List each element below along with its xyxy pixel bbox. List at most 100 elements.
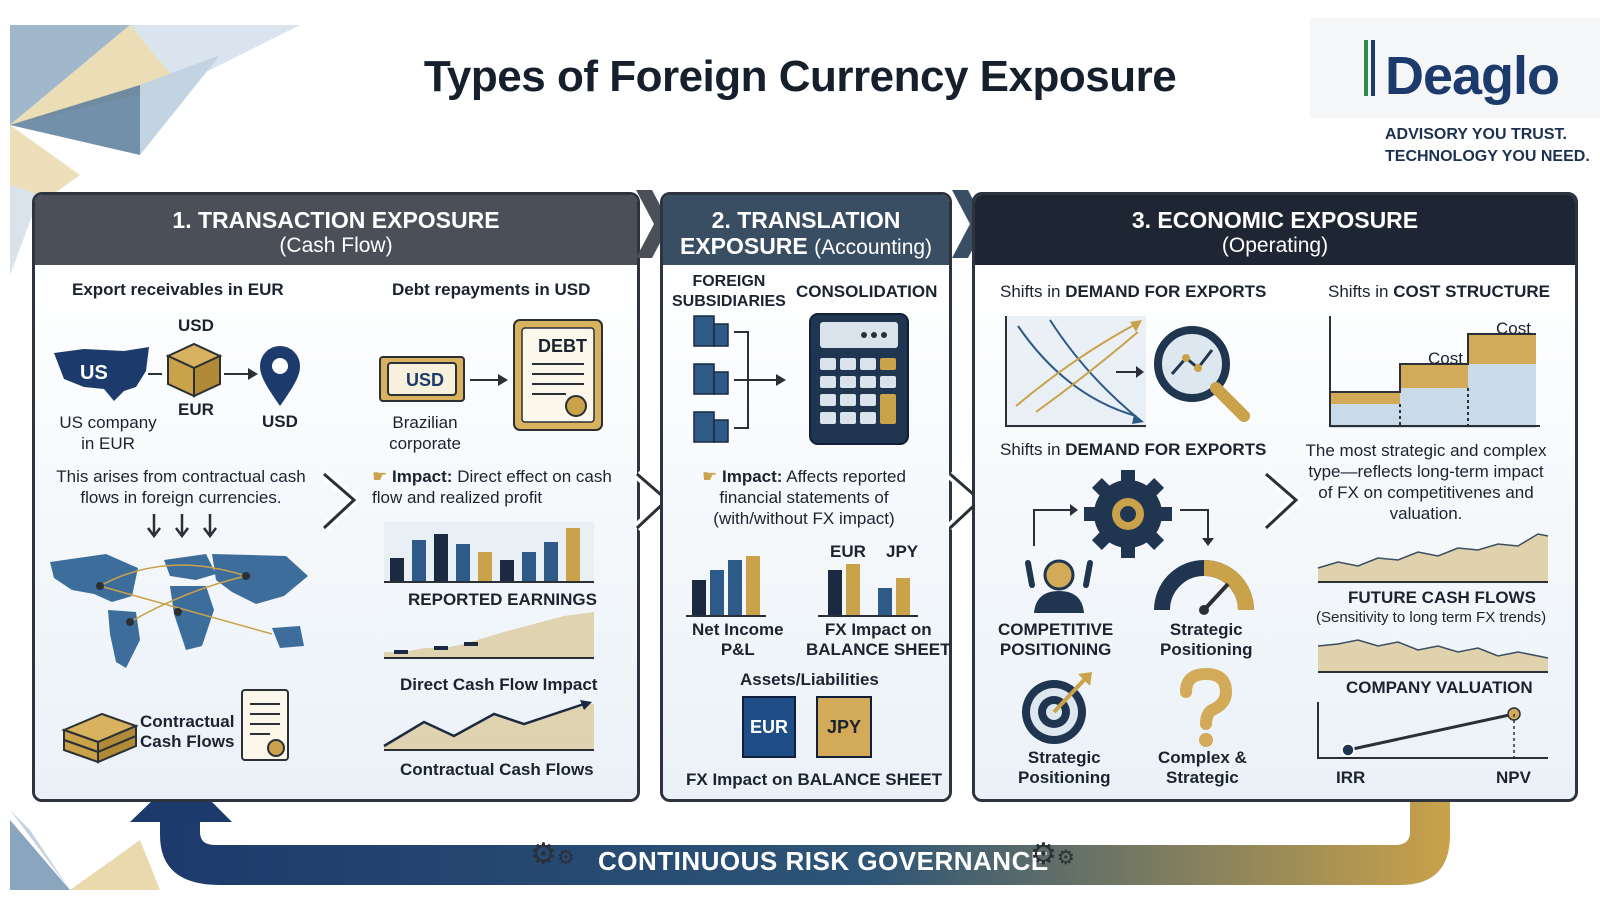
panel3-title: 3. ECONOMIC EXPOSURE — [1131, 207, 1419, 233]
competitive-line-2: POSITIONING — [999, 640, 1112, 659]
foreign-subsidiaries-label: FOREIGN SUBSIDIARIES — [672, 272, 786, 312]
usd-top-label: USD — [178, 316, 214, 335]
demand-arrow-icon — [1116, 366, 1144, 378]
map-us-label: US — [80, 362, 108, 384]
panel2-subtitle: (Accounting) — [814, 236, 933, 259]
subsidiaries-line: SUBSIDIARIES — [672, 293, 786, 310]
governance-label: CONTINUOUS RISK GOVERNANCE — [598, 846, 1049, 876]
corporate-line: corporate — [389, 434, 461, 453]
net-income-line-1: Net Income — [692, 620, 784, 639]
competitive-line-1: COMPETITIVE — [998, 620, 1114, 639]
consolidation-label: CONSOLIDATION — [796, 282, 938, 301]
eur-label: EUR — [830, 542, 866, 561]
brazilian-line: Brazilian — [392, 413, 458, 432]
fx-impact-line-2: BALANCE SHEET — [806, 640, 951, 659]
buildings-icon — [693, 315, 786, 443]
logo-background — [1310, 18, 1600, 118]
impact-text: Direct effect on cash flow and realized … — [372, 467, 612, 507]
contractual-line-2: Cash Flows — [140, 732, 235, 751]
gear-icon-left: ⚙⚙ — [530, 838, 575, 871]
impact-label-2: Impact: — [722, 467, 783, 486]
export-receivables-heading: Export receivables in EUR — [72, 280, 284, 299]
fx-balance-sheet-caption: FX Impact on BALANCE SHEET — [686, 770, 942, 789]
eur-box-label: EUR — [178, 400, 214, 419]
earnings-bars — [390, 528, 580, 582]
brazilian-corporate-label: Brazilian corporate — [370, 412, 480, 454]
fx-impact-label: FX Impact on BALANCE SHEET — [806, 620, 951, 660]
strategic-line-2: Positioning — [1160, 640, 1253, 659]
panel1-subtitle: (Cash Flow) — [279, 234, 393, 257]
tagline-line-1: ADVISORY YOU TRUST. — [1385, 126, 1567, 143]
demand-prefix: Shifts in — [1000, 282, 1061, 301]
page-title: Types of Foreign Currency Exposure — [423, 52, 1177, 101]
chevron-right-econ-icon — [1262, 470, 1304, 532]
cash-stack-icon — [61, 712, 139, 764]
competitive-positioning-label: COMPETITIVE POSITIONING — [998, 620, 1113, 660]
question-mark-icon — [1180, 667, 1233, 747]
translation-impact: ☛ Impact: Affects reported financial sta… — [684, 466, 924, 529]
contractual-cash-flows-caption: Contractual Cash Flows — [400, 760, 594, 779]
cost-strong: COST STRUCTURE — [1393, 282, 1550, 301]
hand-pointer-icon-2: ☛ — [702, 467, 718, 486]
irr-npv-chart — [1317, 702, 1548, 759]
demand-heading-2: Shifts in DEMAND FOR EXPORTS — [1000, 440, 1266, 460]
fx-impact-line-1: FX Impact on — [824, 620, 932, 639]
panel2-header: 2. TRANSLATION EXPOSURE (Accounting) — [663, 195, 949, 265]
box-icon — [165, 342, 223, 398]
direct-cash-flow-caption: Direct Cash Flow Impact — [400, 675, 598, 694]
calculator-icon — [809, 313, 909, 445]
demand2-strong: DEMAND FOR EXPORTS — [1065, 440, 1267, 459]
strategic-line-1: Strategic — [1169, 620, 1243, 639]
future-cash-flows-caption: FUTURE CASH FLOWS — [1348, 588, 1536, 607]
net-income-label: Net Income P&L — [692, 620, 784, 660]
foreign-line: FOREIGN — [692, 273, 766, 290]
npv-label: NPV — [1496, 768, 1531, 787]
complex-strategic-label: Complex & Strategic — [1158, 748, 1247, 788]
transaction-impact: ☛ Impact: Direct effect on cash flow and… — [372, 466, 612, 508]
net-income-line-2: P&L — [720, 640, 755, 659]
economic-description: The most strategic and complex type—refl… — [1305, 441, 1547, 523]
irr-label: IRR — [1336, 768, 1366, 787]
impact-text-2: Affects reported financial statements of… — [713, 467, 906, 528]
gear-cycle-icon — [1033, 470, 1214, 558]
brand-name: Deaglo — [1385, 46, 1560, 106]
contractual-cash-flows-label: Contractual Cash Flows — [140, 712, 234, 752]
transaction-description: This arises from contractual cash flows … — [56, 467, 306, 507]
fx-impact-chart — [818, 564, 918, 617]
panel2-title-line-1: 2. TRANSLATION — [711, 207, 901, 233]
reported-earnings-caption: REPORTED EARNINGS — [408, 590, 597, 609]
assets-liabilities-label: Assets/Liabilities — [740, 670, 879, 689]
panel2-title-line-2: EXPOSURE — [679, 233, 808, 259]
reported-earnings-chart — [384, 522, 594, 583]
company-valuation-chart — [1317, 639, 1549, 673]
contractual-cash-flows-chart — [383, 700, 594, 751]
panel3-header: 3. ECONOMIC EXPOSURE (Operating) — [975, 195, 1575, 265]
cost-prefix: Shifts in — [1328, 282, 1389, 301]
logo-bar-navy — [1371, 40, 1375, 96]
us-company-line-1: US company — [59, 413, 157, 432]
company-valuation-caption: COMPANY VALUATION — [1346, 678, 1533, 697]
panel1-header: 1. TRANSACTION EXPOSURE (Cash Flow) — [35, 195, 637, 265]
competitive-person-icon — [1025, 559, 1093, 613]
world-map-icon — [50, 554, 308, 668]
chevron-right-icon — [320, 470, 362, 532]
us-company-label: US company in EUR — [48, 412, 168, 454]
direct-cash-flow-chart — [384, 612, 594, 659]
corner-triangles-bottom — [10, 810, 160, 890]
tagline-line-2: TECHNOLOGY YOU NEED. — [1385, 148, 1590, 165]
logo-bar-green — [1364, 40, 1368, 96]
debt-repayments-heading: Debt repayments in USD — [392, 280, 591, 299]
bill-usd-label: USD — [406, 370, 445, 390]
cost-label-1: Cost — [1496, 319, 1531, 338]
panel3-subtitle: (Operating) — [1221, 234, 1329, 257]
location-pin-icon — [260, 346, 300, 406]
gear-icon-right: ⚙⚙ — [1030, 838, 1075, 871]
magnifier-icon — [1154, 326, 1250, 422]
future-cash-flows-subcaption: (Sensitivity to long term FX trends) — [1316, 609, 1547, 626]
impact-label: Impact: — [391, 467, 453, 486]
gauge-icon — [1154, 560, 1254, 615]
us-map-icon — [54, 347, 149, 401]
cost-structure-chart — [1329, 316, 1540, 428]
strategic-positioning-bottom-label: Strategic Positioning — [1018, 748, 1111, 788]
demand-heading: Shifts in DEMAND FOR EXPORTS — [1000, 282, 1266, 302]
